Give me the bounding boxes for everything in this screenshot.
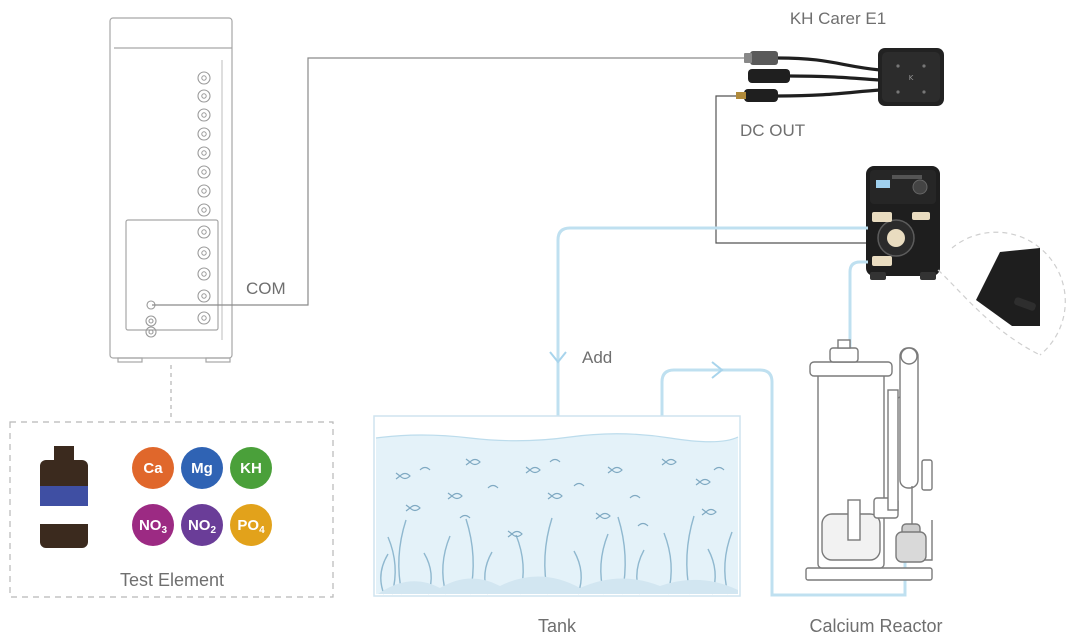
element-chip-label: NO2 <box>188 517 217 536</box>
fish-icon <box>695 478 711 486</box>
fish-icon <box>595 512 611 520</box>
port-icon <box>197 89 211 103</box>
fish-icon <box>607 466 623 474</box>
analyzer-cabinet <box>109 17 233 363</box>
controller-connectors <box>736 51 790 102</box>
fish-icon <box>637 522 649 527</box>
fish-icon <box>629 494 641 499</box>
fish-icon <box>525 466 541 474</box>
port-icon <box>197 146 211 160</box>
reactor-label: Calcium Reactor <box>809 616 942 636</box>
element-chip-mg: Mg <box>181 447 223 489</box>
port-icon <box>197 289 211 303</box>
port-icon <box>197 311 211 325</box>
tank <box>373 415 741 597</box>
fish-icon <box>661 458 677 466</box>
svg-text:K: K <box>909 74 914 82</box>
com-cable <box>152 57 760 306</box>
fish-icon <box>487 484 499 489</box>
port-icon <box>197 127 211 141</box>
port-icon <box>197 267 211 281</box>
zoom-callout <box>937 231 1066 356</box>
port-icon <box>197 203 211 217</box>
element-chip-no3: NO3 <box>132 504 174 546</box>
fish-icon <box>549 458 561 463</box>
controller-device: K <box>878 48 944 106</box>
fish-icon <box>507 530 523 538</box>
element-chip-po4: PO4 <box>230 504 272 546</box>
element-chip-label: KH <box>240 460 262 477</box>
fish-icon <box>447 492 463 500</box>
fish-icon <box>465 458 481 466</box>
element-chip-label: Ca <box>143 460 163 477</box>
fish-icon <box>713 466 725 471</box>
seaweed-icon <box>380 553 389 595</box>
controller-cables <box>777 56 881 98</box>
com-label: COM <box>246 279 286 298</box>
test-element-box <box>9 421 334 598</box>
fish-icon <box>459 514 471 519</box>
fish-icon <box>395 472 411 480</box>
fish-icon <box>701 508 717 516</box>
element-chips: Ca Mg KH NO3 NO2 PO4 <box>132 447 272 546</box>
fish-icon <box>405 504 421 512</box>
controller-label: KH Carer E1 <box>790 9 886 28</box>
test-element-label: Test Element <box>120 570 224 590</box>
flow-arrows <box>549 351 724 379</box>
element-chip-no2: NO2 <box>181 504 223 546</box>
dc-out-label: DC OUT <box>740 121 805 140</box>
element-chip-label: Mg <box>191 460 213 477</box>
port-icon <box>197 184 211 198</box>
tank-label: Tank <box>538 616 577 636</box>
port-icon <box>197 108 211 122</box>
calcium-reactor <box>805 339 933 581</box>
element-chip-label: NO3 <box>139 517 168 536</box>
fish-icon <box>419 466 431 471</box>
fish-icon <box>573 482 585 487</box>
port-icon <box>197 246 211 260</box>
add-label: Add <box>582 348 612 367</box>
analyzer-port-column <box>197 71 211 325</box>
dosing-pump <box>866 166 940 280</box>
element-chip-label: PO4 <box>237 517 265 536</box>
dc-out-cable <box>715 95 868 244</box>
fish-icon <box>547 492 563 500</box>
water-lines <box>556 226 907 597</box>
port-icon <box>197 165 211 179</box>
port-icon <box>197 71 211 85</box>
port-icon <box>197 225 211 239</box>
element-chip-kh: KH <box>230 447 272 489</box>
reagent-bottle-icon <box>40 446 88 548</box>
element-chip-ca: Ca <box>132 447 174 489</box>
